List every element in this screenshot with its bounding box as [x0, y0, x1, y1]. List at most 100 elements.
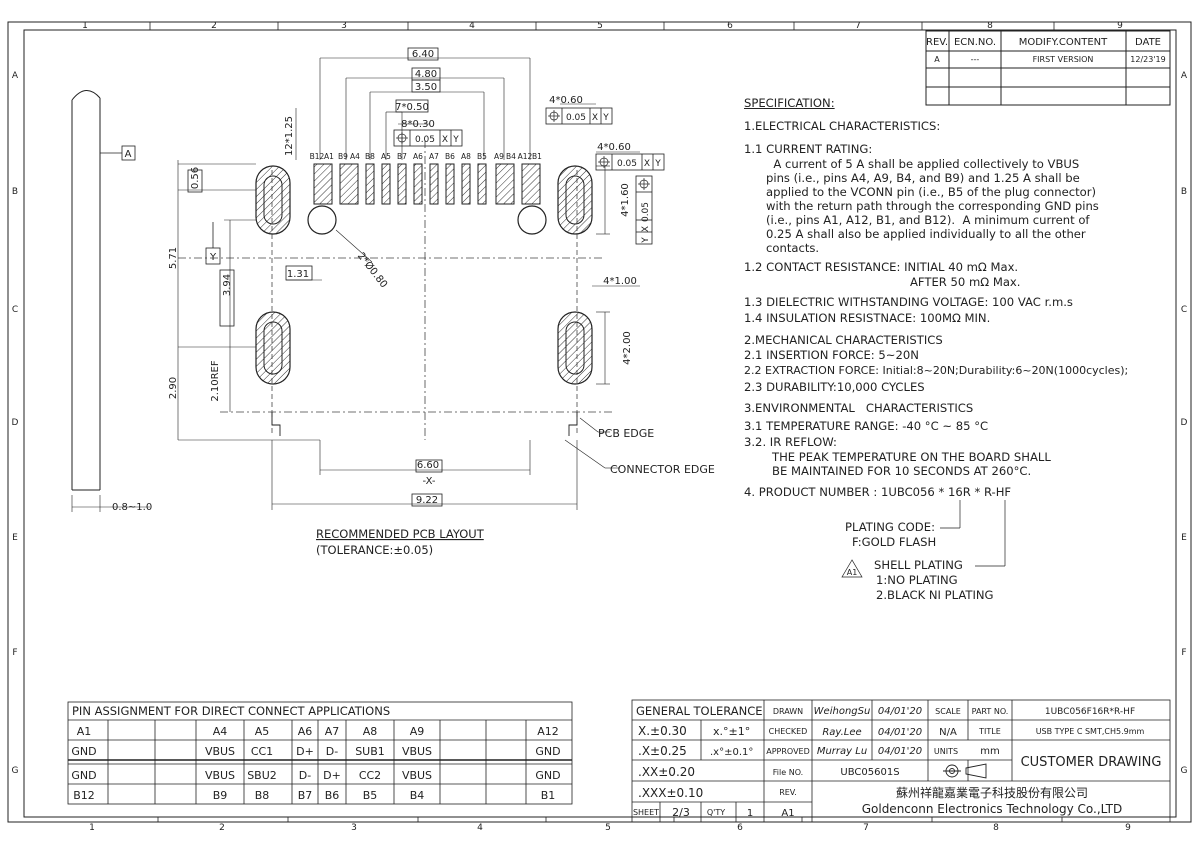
- pin-table-cell: GND: [535, 769, 560, 782]
- rev-value: A: [934, 55, 940, 64]
- pad-a5: [381, 163, 391, 205]
- spec-line: 2.3 DURABILITY:10,000 CYCLES: [744, 380, 925, 394]
- sheet-label: SHEET: [633, 808, 659, 817]
- date-header: DATE: [1135, 37, 1161, 48]
- dim-4x0-60-holes: 4*0.60: [549, 95, 583, 106]
- pin-table-cell: VBUS: [402, 769, 432, 782]
- modify-value: FIRST VERSION: [1033, 55, 1094, 64]
- dim-8x0-30: 8*0.30: [401, 119, 435, 130]
- pad-b6: [445, 163, 455, 205]
- column-marker-bottom: 3: [351, 823, 357, 833]
- pin-table-cell: D-: [326, 745, 338, 758]
- file-no-label: File NO.: [773, 768, 803, 777]
- pin-label: A6: [413, 152, 423, 161]
- fcf-ref-x-pads: X: [442, 135, 448, 145]
- pad-b5: [477, 163, 487, 205]
- qty-label: Q'TY: [707, 808, 725, 817]
- spec-line: pins (i.e., pins A4, A9, B4, and B9) and…: [766, 171, 1080, 185]
- pcb-edge-label: PCB EDGE: [598, 427, 654, 440]
- pad-a7: [429, 163, 439, 205]
- row-marker-right: B: [1181, 187, 1187, 197]
- dim-4x1-00: 4*1.00: [603, 276, 637, 287]
- pin-label: B12: [310, 152, 325, 161]
- pad-b8: [365, 163, 375, 205]
- row-marker-right: G: [1181, 766, 1188, 776]
- pin-table-cell: VBUS: [402, 745, 432, 758]
- row-marker-right: E: [1181, 533, 1187, 543]
- title-block: GENERAL TOLERANCE X.±0.30 x.°±1° .X±0.25…: [631, 699, 1171, 823]
- revision-table: REV. ECN.NO. MODIFY.CONTENT DATE A --- F…: [925, 30, 1171, 106]
- row-marker-left: A: [12, 71, 19, 81]
- pin-label: A1: [324, 152, 334, 161]
- pin-table-cell: B9: [213, 789, 228, 802]
- pin-label: B5: [477, 152, 487, 161]
- pin-table-cell: A12: [537, 725, 559, 738]
- fcf-ref-y-slots: Y: [654, 159, 661, 169]
- pin-label: B4: [506, 152, 516, 161]
- column-marker-top: 5: [597, 21, 603, 31]
- column-marker-bottom: 7: [863, 823, 869, 833]
- pin-label: A9: [494, 152, 504, 161]
- fcf-ref-y-pads: Y: [452, 135, 459, 145]
- dim-2xdia-0-80: 2*Ø0.80: [355, 250, 390, 290]
- pad-a9: [495, 163, 515, 205]
- pin-label: A4: [350, 152, 360, 161]
- company-name-cn: 蘇州祥龍嘉業電子科技股份有限公司: [896, 785, 1088, 800]
- row-marker-left: C: [12, 305, 18, 315]
- tol-angle-x1: .x°±0.1°: [710, 747, 753, 758]
- column-marker-top: 3: [341, 21, 347, 31]
- tol-xx: .XX±0.20: [638, 765, 695, 779]
- column-marker-top: 8: [987, 21, 993, 31]
- datum-a-label: A: [125, 149, 132, 160]
- qty-value: 1: [747, 808, 753, 819]
- pin-table-cell: A5: [255, 725, 270, 738]
- connector-edge-label: CONNECTOR EDGE: [610, 463, 715, 476]
- pin-table-cell: B5: [363, 789, 378, 802]
- dim-7x0-50: 7*0.50: [395, 102, 429, 113]
- drawn-by: WeihongSu: [814, 706, 871, 717]
- row-marker-left: E: [12, 533, 18, 543]
- column-marker-bottom: 1: [89, 823, 95, 833]
- pin-table-cell: D+: [296, 745, 314, 758]
- pin-table-cell: B1: [541, 789, 556, 802]
- fcf-ref-x-slots: X: [644, 159, 650, 169]
- dim-12x1-25: 12*1.25: [284, 116, 295, 156]
- fcf-ref-y-vertical: Y: [641, 237, 651, 244]
- drawn-date: 04/01'20: [878, 706, 922, 717]
- spec-line: A current of 5 A shall be applied collec…: [766, 157, 1080, 171]
- date-value: 12/23'19: [1130, 55, 1165, 64]
- tol-angle-x: x.°±1°: [713, 725, 750, 738]
- black-ni-option: 2.BLACK NI PLATING: [876, 588, 994, 602]
- spec-line: 3.2. IR REFLOW:: [744, 435, 837, 449]
- pin-label: A7: [429, 152, 439, 161]
- column-marker-top: 1: [82, 21, 88, 31]
- pin-label: A5: [381, 152, 391, 161]
- file-no-value: UBC05601S: [840, 767, 899, 778]
- plating-code-label: PLATING CODE:: [845, 520, 935, 534]
- spec-line: (i.e., pins A1, A12, B1, and B12). A min…: [766, 213, 1090, 227]
- part-no-value: 1UBC056F16R*R-HF: [1045, 707, 1135, 717]
- rev-triangle-mark: A1: [847, 568, 858, 577]
- pin-table-cell: CC1: [251, 745, 273, 758]
- fcf-tol-slots: 0.05: [617, 159, 637, 169]
- projection-symbol-icon: [943, 763, 987, 779]
- spec-line: 3.1 TEMPERATURE RANGE: -40 °C ~ 85 °C: [744, 419, 989, 433]
- pin-table-cell: A7: [325, 725, 340, 738]
- row-marker-left: B: [12, 187, 18, 197]
- side-view: [71, 90, 150, 512]
- checked-label: CHECKED: [769, 727, 808, 736]
- sheet-value: 2/3: [672, 806, 690, 819]
- pin-table-cell: B6: [325, 789, 340, 802]
- dim-5-71: 5.71: [168, 247, 179, 269]
- gold-flash-option: F:GOLD FLASH: [852, 535, 936, 549]
- spec-title: SPECIFICATION:: [744, 96, 835, 110]
- dim-2-10ref: 2.10REF: [210, 360, 221, 402]
- spec-line: 2.MECHANICAL CHARACTERISTICS: [744, 333, 943, 347]
- fcf-tol-holes: 0.05: [566, 113, 586, 123]
- drawn-label: DRAWN: [773, 707, 803, 716]
- dim-4x1-60: 4*1.60: [620, 183, 631, 217]
- pad-a12: [521, 163, 541, 205]
